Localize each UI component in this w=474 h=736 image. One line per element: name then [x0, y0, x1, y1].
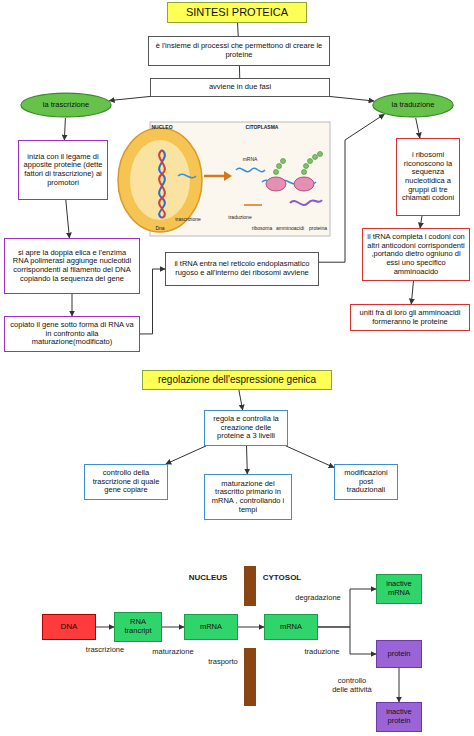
node-text: copiato il gene sotto forma di RNA va in…: [9, 321, 135, 347]
connector: [237, 23, 239, 36]
node-text: il tRNA completa i codoni con altri anti…: [367, 233, 465, 276]
process-box: avviene in due fasi: [150, 78, 330, 97]
title-box: regolazione dell'espressione genica: [142, 370, 332, 390]
connector: [239, 390, 243, 410]
edge-label: controllo delle attività: [328, 677, 376, 694]
node-text: modificazioni post traduzionali: [339, 469, 393, 495]
step-box: uniti fra di loro gli amminoacidi former…: [350, 304, 470, 331]
connector: [399, 668, 400, 702]
level-box: controllo della trascrizione di quale ge…: [84, 464, 168, 500]
arrow-symbol: [224, 171, 232, 181]
connector: [64, 118, 65, 140]
phase-ellipse: la trascrizione: [20, 92, 112, 118]
illustration-label: mRNA: [243, 157, 258, 163]
step-box: si apre la doppia elica e l'enzima RNA p…: [4, 238, 140, 294]
node-text: è l'insieme di processi che permettono d…: [153, 42, 325, 59]
membrane-bar: [244, 648, 256, 706]
illustration-label: ribosoma: [252, 226, 273, 232]
process-box: il tRNA entra nel reticolo endoplasmatic…: [165, 252, 319, 286]
connector: [72, 294, 73, 316]
node-text: la traduzione: [383, 101, 443, 110]
process-box: è l'insieme di processi che permettono d…: [148, 36, 330, 66]
protein-strand: [290, 200, 322, 205]
node-text: maturazione del trascritto primario in m…: [209, 480, 287, 515]
membrane-bar: [244, 566, 256, 606]
region-label: CYTOSOL: [263, 574, 302, 583]
connector: [420, 216, 422, 228]
level-box: maturazione del trascritto primario in m…: [204, 474, 292, 520]
edge-label: trascrizione: [85, 646, 125, 655]
node-text: si apre la doppia elica e l'enzima RNA p…: [9, 249, 135, 284]
connector: [109, 96, 150, 100]
rna-strand: [178, 174, 196, 177]
node-text: regola e controlla la creazione delle pr…: [209, 415, 283, 441]
nucleus-inner: [130, 140, 190, 220]
illustration-label: amminoacidi: [276, 226, 304, 232]
edge-label: degradazione: [294, 594, 341, 603]
level-box: regola e controlla la creazione delle pr…: [204, 410, 288, 446]
region-label: NUCLEUS: [189, 574, 228, 583]
connector: [246, 446, 248, 474]
dna-strand: [159, 150, 165, 218]
node-text: il tRNA entra nel reticolo endoplasmatic…: [170, 260, 314, 277]
step-box: i ribosomi riconoscono la sequenza nucle…: [396, 138, 460, 216]
connector: [238, 627, 264, 628]
node-text: protein: [381, 650, 417, 659]
step-box: il tRNA completa i codoni con altri anti…: [362, 228, 470, 281]
edge-label: maturazione: [151, 648, 194, 657]
node-text: mRNA: [269, 623, 313, 632]
node-text: mRNA: [189, 623, 233, 632]
step-box: inizia con il legame di apposite protein…: [18, 140, 108, 200]
ribosome-symbol: [294, 177, 314, 191]
connector: [96, 627, 114, 628]
node-text: inactive mRNA: [381, 580, 417, 597]
connector: [330, 97, 374, 101]
flow-box: RNA trancript: [114, 612, 162, 642]
phase-ellipse: la traduzione: [372, 92, 454, 118]
node-text: RNA trancript: [119, 618, 157, 635]
connector: [416, 118, 420, 138]
arrow-symbol: [204, 175, 226, 178]
edge-label: trasporto: [207, 658, 239, 667]
illustration-label: trascrizione: [175, 217, 201, 223]
connector: [140, 269, 165, 334]
connector: [411, 281, 413, 304]
flow-box: inactive mRNA: [376, 574, 422, 604]
connector: [66, 200, 70, 238]
dna-strand: [159, 150, 165, 218]
node-text: inactive protein: [381, 708, 417, 725]
flow-box: mRNA: [264, 614, 318, 640]
amino-acid-chain: [274, 152, 323, 175]
node-text: i ribosomi riconoscono la sequenza nucle…: [401, 151, 455, 203]
title-box: SINTESI PROTEICA: [167, 2, 307, 23]
node-text: la trascrizione: [31, 101, 101, 110]
flow-box: inactive protein: [376, 702, 422, 732]
nucleus-shape: [118, 128, 202, 232]
ribosome-symbol: [266, 177, 286, 191]
connector: [239, 66, 240, 78]
illustration-label: proteina: [309, 226, 327, 232]
flow-box: mRNA: [184, 614, 238, 640]
illustration-label: traduzione: [228, 215, 251, 221]
node-text: avviene in due fasi: [155, 83, 325, 92]
connector: [162, 627, 184, 628]
edge-label: traduzione: [303, 648, 340, 657]
illustration-label: NUCLEO: [151, 125, 172, 131]
illustration-label: CITOPLASMA: [246, 125, 279, 131]
connector: [286, 446, 334, 468]
illustration-label: Dna: [155, 226, 164, 232]
node-text: uniti fra di loro gli amminoacidi former…: [355, 309, 465, 326]
level-box: modificazioni post traduzionali: [334, 464, 398, 500]
mrna-strand: [236, 168, 265, 171]
node-text: DNA: [47, 622, 91, 631]
flow-box: DNA: [42, 614, 96, 640]
connector: [166, 446, 206, 464]
flow-box: protein: [376, 640, 422, 668]
arrow-symbol: [244, 204, 262, 206]
node-text: regolazione dell'espressione genica: [149, 374, 325, 386]
node-text: SINTESI PROTEICA: [174, 6, 300, 19]
node-text: controllo della trascrizione di quale ge…: [89, 469, 163, 495]
node-text: inizia con il legame di apposite protein…: [23, 153, 103, 188]
step-box: copiato il gene sotto forma di RNA va in…: [4, 316, 140, 352]
